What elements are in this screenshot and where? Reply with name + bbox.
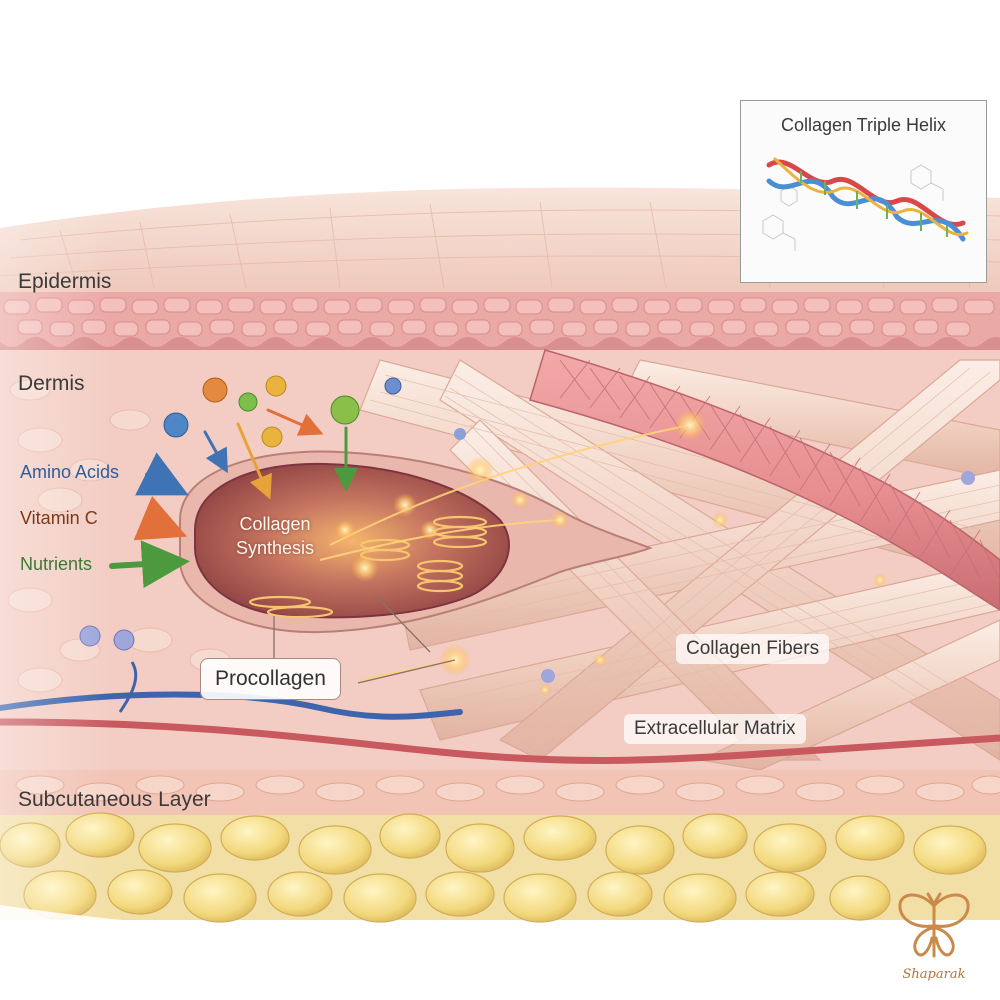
subcutaneous-cells [15,775,1000,802]
callout-leaders [273,594,456,684]
molecule-structure-icon [762,164,944,251]
epidermis-cells [3,297,995,337]
collagen-fibers-callout: Collagen Fibers [676,634,830,664]
inset-title: Collagen Triple Helix [780,115,947,135]
procollagen-callout: Procollagen [200,658,341,700]
triple-helix-icon [762,157,969,251]
helix-rungs [800,171,948,237]
vein-branch [118,661,138,713]
collagen-bundle-weave [559,359,1000,581]
logo-text: Shaparak [902,967,966,982]
dermal-papillae [0,337,1000,352]
dermis-label: Dermis [18,372,85,395]
triple-helix-inset: Collagen Triple Helix [740,100,987,283]
subcutaneous-label: Subcutaneous Layer [18,788,211,811]
amino-acids-label: Amino Acids [20,462,120,482]
extracellular-matrix-callout: Extracellular Matrix [624,714,806,744]
helix-strands [766,157,969,242]
artery [0,718,1000,764]
brand-logo: Shaparak [884,886,984,986]
bottom-fade [0,905,1000,1000]
left-fade [0,180,110,1000]
collagen-synthesis-line: Collagen [239,514,311,534]
vitamin-c-label: Vitamin C [20,508,98,528]
butterfly-icon [898,892,970,958]
nutrients-label: Nutrients [20,554,93,574]
input-arrows [109,452,190,589]
collagen-synthesis-line: Synthesis [235,538,315,558]
uptake-arrows [203,408,358,500]
epidermis-label: Epidermis [18,270,112,293]
